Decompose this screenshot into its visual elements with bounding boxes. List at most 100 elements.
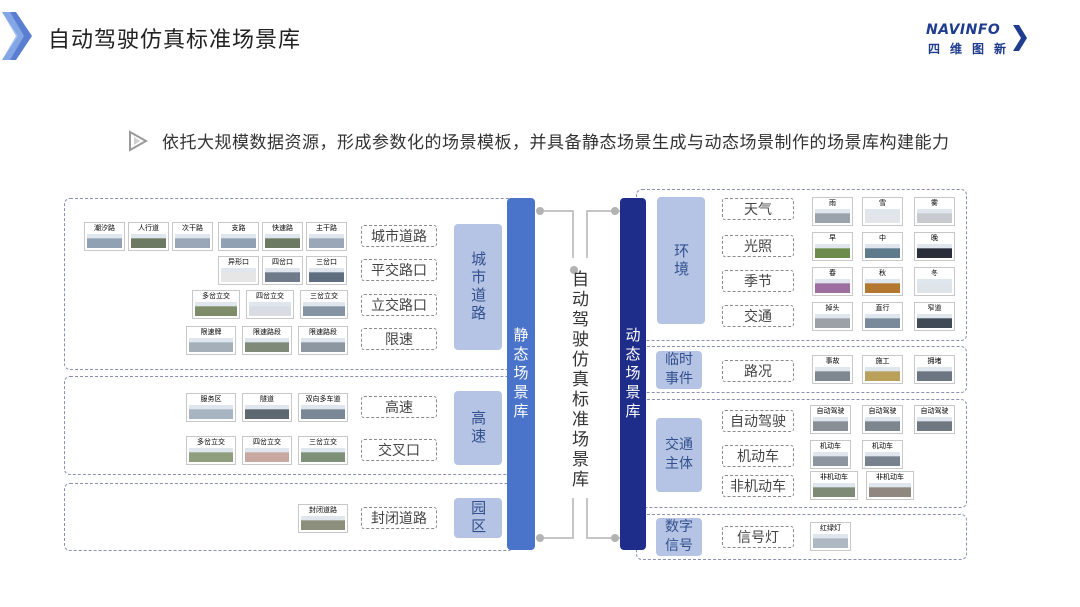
scene-thumbnail: 雨 — [812, 197, 853, 226]
scene-thumbnail-label: 秋 — [863, 269, 902, 278]
scene-thumbnail: 非机动车 — [810, 471, 858, 500]
scene-thumbnail-image — [265, 234, 300, 248]
scene-thumbnail-label: 次干路 — [173, 224, 212, 233]
scene-thumbnail-image — [865, 417, 900, 431]
scene-thumbnail-label: 中 — [863, 234, 902, 243]
scene-thumbnail-image — [813, 417, 848, 431]
scene-thumbnail: 限速牌 — [186, 326, 236, 355]
scene-thumbnail-label: 四岔口 — [263, 258, 302, 267]
scene-thumbnail-image — [131, 234, 166, 248]
tag-road-condition: 路况 — [722, 360, 794, 382]
scene-thumbnail-label: 拥堵 — [915, 357, 954, 366]
scene-thumbnail: 晚 — [914, 232, 955, 261]
scene-thumbnail: 雾 — [914, 197, 955, 226]
scene-thumbnail-label: 四岔立交 — [243, 438, 291, 447]
static-park-group — [64, 483, 514, 551]
scene-thumbnail-image — [175, 234, 210, 248]
scene-thumbnail: 异形口 — [218, 256, 259, 285]
scene-thumbnail: 限速路段 — [298, 326, 348, 355]
connector-dot — [536, 207, 544, 215]
logo-text-cn: 四维图新 — [928, 42, 1017, 56]
scene-thumbnail: 四岔口 — [262, 256, 303, 285]
scene-thumbnail-image — [189, 405, 233, 419]
scene-thumbnail-image — [265, 268, 300, 282]
scene-thumbnail: 多岔立交 — [192, 290, 240, 319]
scene-thumbnail: 主干路 — [306, 222, 347, 251]
category-highway: 高速 — [454, 391, 502, 465]
logo-text-en: NAVINFO — [926, 22, 1001, 38]
scene-thumbnail: 窄道 — [914, 302, 955, 331]
tag-autonomous: 自动驾驶 — [722, 410, 794, 432]
scene-thumbnail-label: 双向多车道 — [299, 395, 347, 404]
scene-thumbnail-label: 事故 — [813, 357, 852, 366]
scene-thumbnail: 四岔立交 — [242, 436, 292, 465]
scene-thumbnail-label: 三岔口 — [307, 258, 346, 267]
scene-thumbnail-label: 多岔立交 — [193, 292, 239, 301]
scene-thumbnail-image — [917, 209, 952, 223]
category-environment: 环境 — [657, 197, 705, 324]
scene-thumbnail-image — [917, 279, 952, 293]
category-signal-label: 数字信号 — [665, 519, 693, 554]
scene-thumbnail-image — [917, 244, 952, 258]
static-scene-bar: 静态场景库 — [507, 198, 535, 550]
tag-level-crossing: 平交路口 — [361, 259, 437, 281]
scene-thumbnail-label: 机动车 — [811, 442, 850, 451]
scene-thumbnail: 施工 — [862, 355, 903, 384]
center-connector-lines — [540, 210, 620, 539]
scene-thumbnail-image — [917, 417, 952, 431]
scene-thumbnail: 自动驾驶 — [862, 405, 903, 434]
scene-thumbnail-image — [865, 367, 900, 381]
scene-thumbnail-image — [309, 268, 344, 282]
header-chevron-icon — [2, 12, 32, 60]
scene-thumbnail: 自动驾驶 — [914, 405, 955, 434]
scene-thumbnail-label: 雨 — [813, 199, 852, 208]
tag-traffic: 交通 — [722, 305, 794, 327]
scene-thumbnail-label: 自动驾驶 — [915, 407, 954, 416]
scene-thumbnail: 潮汐路 — [84, 222, 125, 251]
category-events: 临时事件 — [656, 351, 702, 389]
scene-thumbnail-label: 限速路段 — [299, 328, 347, 337]
category-agents: 交通主体 — [656, 418, 702, 492]
scene-thumbnail-image — [189, 448, 233, 462]
scene-thumbnail-image — [865, 244, 900, 258]
scene-thumbnail-label: 冬 — [915, 269, 954, 278]
scene-thumbnail: 多岔立交 — [186, 436, 236, 465]
scene-thumbnail-image — [195, 302, 237, 316]
scene-thumbnail-label: 多岔立交 — [187, 438, 235, 447]
scene-thumbnail-label: 三岔立交 — [301, 292, 347, 301]
scene-thumbnail-label: 支路 — [219, 224, 258, 233]
scene-thumbnail-label: 机动车 — [863, 442, 902, 451]
scene-thumbnail: 机动车 — [810, 440, 851, 469]
category-city-road: 城市道路 — [454, 224, 502, 350]
scene-thumbnail-image — [865, 279, 900, 293]
scene-thumbnail: 自动驾驶 — [810, 405, 851, 434]
scene-thumbnail: 中 — [862, 232, 903, 261]
scene-thumbnail: 红绿灯 — [810, 522, 851, 551]
scene-thumbnail-label: 雪 — [863, 199, 902, 208]
scene-thumbnail-label: 晚 — [915, 234, 954, 243]
scene-thumbnail: 雪 — [862, 197, 903, 226]
scene-thumbnail-image — [221, 234, 256, 248]
connector-dot — [611, 207, 619, 215]
scene-thumbnail-label: 非机动车 — [811, 473, 857, 482]
tag-speed-limit: 限速 — [361, 328, 437, 350]
category-park: 园区 — [454, 498, 502, 538]
scene-thumbnail-image — [865, 209, 900, 223]
company-logo: NAVINFO 四维图新 — [926, 22, 1038, 58]
scene-thumbnail-image — [245, 338, 289, 352]
scene-thumbnail-label: 潮汐路 — [85, 224, 124, 233]
scene-thumbnail-label: 早 — [813, 234, 852, 243]
scene-thumbnail-image — [221, 268, 256, 282]
scene-thumbnail-label: 限速牌 — [187, 328, 235, 337]
scene-thumbnail-image — [301, 448, 345, 462]
scene-thumbnail-image — [815, 209, 850, 223]
category-events-label: 临时事件 — [665, 352, 693, 387]
tag-traffic-light: 信号灯 — [722, 526, 794, 548]
scene-thumbnail: 三岔立交 — [300, 290, 348, 319]
scene-thumbnail-image — [869, 483, 911, 497]
scene-thumbnail-image — [813, 452, 848, 466]
scene-thumbnail: 支路 — [218, 222, 259, 251]
scene-thumbnail-image — [87, 234, 122, 248]
scene-thumbnail-image — [303, 302, 345, 316]
scene-thumbnail-label: 限速路段 — [243, 328, 291, 337]
